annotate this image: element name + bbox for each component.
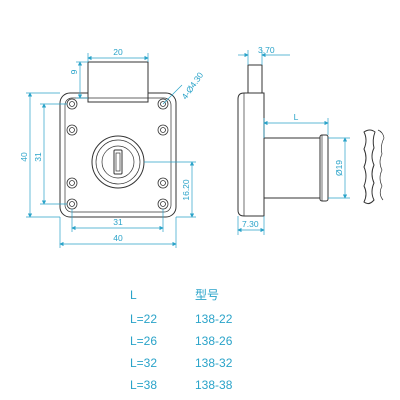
lock-bolt-top	[87, 61, 149, 103]
side-dimensions: 3.70 L Ø19 7.30	[237, 45, 350, 235]
dim-side-bottom: 7.30	[242, 219, 259, 229]
table-header-model: 型号	[195, 288, 219, 302]
side-cylinder	[263, 137, 321, 199]
screw-hole	[157, 198, 169, 210]
dim-hole-diameter: 4-Ø4.30	[179, 70, 205, 101]
front-view	[59, 61, 177, 218]
dim-body-height: 40	[19, 152, 29, 162]
table-row-model: 138-26	[195, 334, 233, 348]
table-row-l: L=32	[130, 356, 157, 370]
screw-hole	[157, 177, 169, 189]
side-bolt	[247, 64, 263, 96]
model-table: L 型号 L=22 138-22 L=26 138-26 L=32 138-32…	[130, 288, 233, 392]
dim-cylinder-diameter: Ø19	[334, 160, 344, 176]
dim-keyhole-offset: 16.20	[181, 179, 191, 201]
dim-hole-spacing-v: 31	[33, 152, 43, 162]
screw-hole	[66, 124, 78, 136]
dim-top-width: 20	[113, 47, 123, 57]
table-header-l: L	[130, 288, 137, 302]
side-plate	[237, 92, 265, 217]
screw-hole	[66, 98, 78, 110]
dim-body-width: 40	[113, 233, 123, 243]
table-row-model: 138-22	[195, 312, 233, 326]
screw-hole	[66, 198, 78, 210]
screw-hole	[66, 177, 78, 189]
screw-hole	[157, 124, 169, 136]
dim-side-top: 3.70	[258, 45, 275, 55]
table-row-l: L=22	[130, 312, 157, 326]
side-view	[237, 64, 329, 217]
dim-hole-spacing-h: 31	[113, 217, 123, 227]
table-row-l: L=26	[130, 334, 157, 348]
key-profile-icon	[363, 129, 385, 205]
table-row-model: 138-38	[195, 378, 233, 392]
dim-cylinder-length: L	[294, 112, 299, 122]
table-row-model: 138-32	[195, 356, 233, 370]
key-cylinder-icon	[91, 135, 145, 189]
dim-top-height: 9	[69, 69, 79, 74]
table-row-l: L=38	[130, 378, 157, 392]
